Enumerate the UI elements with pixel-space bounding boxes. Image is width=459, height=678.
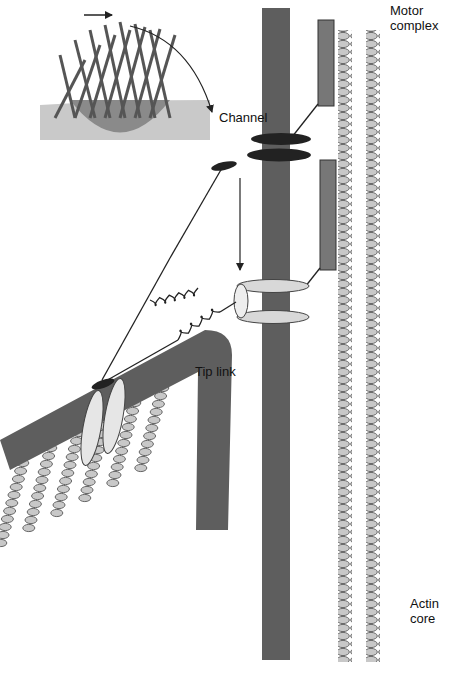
part-label: Tip link: [195, 364, 255, 379]
part-label: Actin core: [410, 596, 454, 626]
actin-filament: [338, 30, 352, 662]
motor-complex: [320, 160, 336, 270]
tip-link: [102, 168, 236, 382]
actin-filament: [366, 30, 380, 662]
part-label: Channel: [219, 110, 289, 125]
stereocilium: [0, 330, 232, 530]
bundle-inset: [40, 15, 212, 140]
channel: [251, 133, 311, 145]
stereocilium: [262, 8, 290, 660]
part-label: Motor complex: [390, 3, 452, 33]
motor-complex: [318, 20, 334, 106]
channel: [247, 149, 311, 162]
